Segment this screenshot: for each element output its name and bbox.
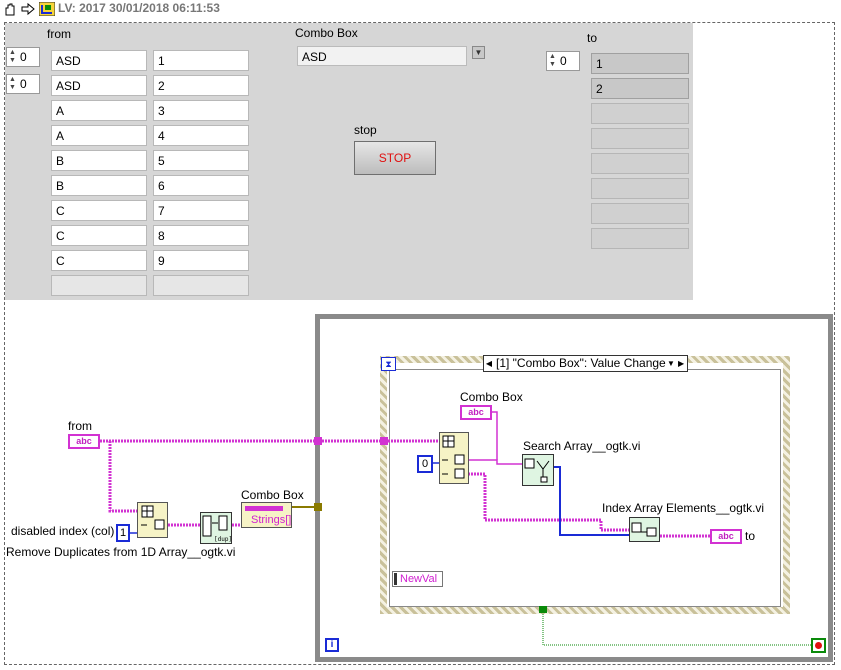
combo-box-label: Combo Box <box>295 26 358 40</box>
from-array-cell[interactable]: 6 <box>153 175 249 196</box>
from-row-index[interactable]: ▲▼ 0 <box>6 47 40 67</box>
from-array-cell[interactable]: A <box>51 125 147 146</box>
from-array-cell[interactable]: 9 <box>153 250 249 271</box>
stop-tunnel <box>539 606 547 613</box>
combo-box-dropdown-icon[interactable]: ▼ <box>472 46 485 59</box>
from-array-cell[interactable]: C <box>51 200 147 221</box>
to-array-cell[interactable]: 2 <box>591 78 689 99</box>
search-array-label: Search Array__ogtk.vi <box>523 439 641 453</box>
from-array-cell[interactable]: A <box>51 100 147 121</box>
to-array-cell[interactable] <box>591 228 689 249</box>
from-array-cell[interactable]: 7 <box>153 200 249 221</box>
hand-tool-icon[interactable] <box>3 2 17 16</box>
selector-right-arrow-icon[interactable]: ▶ <box>678 359 685 368</box>
search-array-icon <box>524 458 550 483</box>
from-array-cell[interactable]: 8 <box>153 225 249 246</box>
to-array-cell[interactable] <box>591 203 689 224</box>
to-index[interactable]: ▲▼ 0 <box>546 51 580 71</box>
remove-duplicates-icon: [dup] <box>202 515 232 543</box>
index-spinner-icon[interactable]: ▲▼ <box>9 76 16 91</box>
index-array-icon <box>442 435 465 479</box>
to-terminal-label: to <box>745 529 756 543</box>
stop-button[interactable]: STOP <box>354 141 436 175</box>
stop-label: stop <box>354 123 377 137</box>
from-array-cell[interactable]: C <box>51 250 147 271</box>
vi-title: LV: 2017 30/01/2018 06:11:53 <box>58 1 220 15</box>
event-data-node-handle <box>394 573 397 585</box>
event-case-frame <box>389 369 781 607</box>
to-array-cell[interactable] <box>591 153 689 174</box>
from-terminal-label: from <box>68 419 92 433</box>
from-array-cell[interactable]: B <box>51 175 147 196</box>
combo-terminal-label: Combo Box <box>460 390 523 404</box>
selector-dropdown-icon[interactable]: ▼ <box>667 359 675 368</box>
disabled-index-label: disabled index (col) <box>11 524 115 538</box>
string-glyph: abc <box>718 531 734 541</box>
hourglass-icon: ⧗ <box>381 357 396 371</box>
loop-stop-condition-icon[interactable] <box>811 638 826 653</box>
from-array-cell[interactable] <box>153 275 249 296</box>
to-array-cell[interactable] <box>591 128 689 149</box>
string-glyph: abc <box>76 436 92 446</box>
from-array-cell[interactable]: 1 <box>153 50 249 71</box>
property-tunnel <box>314 503 322 511</box>
index-array-icon <box>141 505 165 530</box>
event-case-selector[interactable]: ◀ [1] "Combo Box": Value Change ▼ ▶ <box>483 355 688 372</box>
disabled-index-const[interactable]: 1 <box>116 524 130 542</box>
from-array-cell[interactable]: 4 <box>153 125 249 146</box>
index-spinner-icon[interactable]: ▲▼ <box>9 49 16 64</box>
event-case-name: [1] "Combo Box": Value Change <box>496 356 666 370</box>
from-array-cell[interactable]: ASD <box>51 50 147 71</box>
search-array-subvi[interactable] <box>522 454 554 486</box>
combo-property-node[interactable]: Strings[] <box>241 502 292 528</box>
while-loop <box>315 314 833 662</box>
from-array-cell[interactable]: C <box>51 225 147 246</box>
index-array-elements-subvi[interactable] <box>629 517 660 542</box>
from-array-cell[interactable]: B <box>51 150 147 171</box>
index-const[interactable]: 0 <box>417 455 433 473</box>
stop-dot <box>815 642 822 649</box>
to-terminal[interactable]: abc <box>710 529 742 544</box>
to-array-cell[interactable] <box>591 178 689 199</box>
combo-property-label: Combo Box <box>241 488 304 502</box>
diagram-border <box>4 22 835 665</box>
string-glyph: abc <box>468 407 484 417</box>
from-array-cell[interactable] <box>51 275 147 296</box>
combo-box[interactable]: ASD <box>297 46 467 66</box>
from-terminal[interactable]: abc <box>68 434 100 449</box>
event-data-node[interactable]: NewVal <box>392 571 443 587</box>
from-array-cell[interactable]: 5 <box>153 150 249 171</box>
remove-duplicates-label: Remove Duplicates from 1D Array__ogtk.vi <box>6 545 236 559</box>
from-array-cell[interactable]: 2 <box>153 75 249 96</box>
from-array-label: from <box>47 27 71 41</box>
event-tunnel <box>380 437 388 445</box>
combo-box-terminal[interactable]: abc <box>460 405 492 420</box>
from-col-index[interactable]: ▲▼ 0 <box>6 74 40 94</box>
to-array-label: to <box>587 31 598 45</box>
to-array-cell[interactable] <box>591 103 689 124</box>
index-array-node[interactable] <box>137 502 168 538</box>
property-header-bar <box>245 506 283 511</box>
index-spinner-icon[interactable]: ▲▼ <box>549 53 556 68</box>
run-arrow-icon[interactable] <box>21 2 35 16</box>
index-array-elements-icon <box>631 522 657 537</box>
index-array-node-2[interactable] <box>439 432 469 484</box>
loop-tunnel <box>314 437 322 445</box>
newval-label: NewVal <box>400 573 438 585</box>
from-array-cell[interactable]: ASD <box>51 75 147 96</box>
to-array-cell[interactable]: 1 <box>591 53 689 74</box>
strings-property[interactable]: Strings[] <box>251 514 292 526</box>
loop-iteration-terminal[interactable]: i <box>325 638 339 652</box>
remove-duplicates-subvi[interactable]: [dup] <box>200 512 232 544</box>
toolbar: LV: 2017 30/01/2018 06:11:53 <box>0 0 841 18</box>
from-array-cell[interactable]: 3 <box>153 100 249 121</box>
svg-text:[dup]: [dup] <box>214 536 231 543</box>
selector-left-arrow-icon[interactable]: ◀ <box>485 359 493 368</box>
index-array-elements-label: Index Array Elements__ogtk.vi <box>602 501 765 515</box>
